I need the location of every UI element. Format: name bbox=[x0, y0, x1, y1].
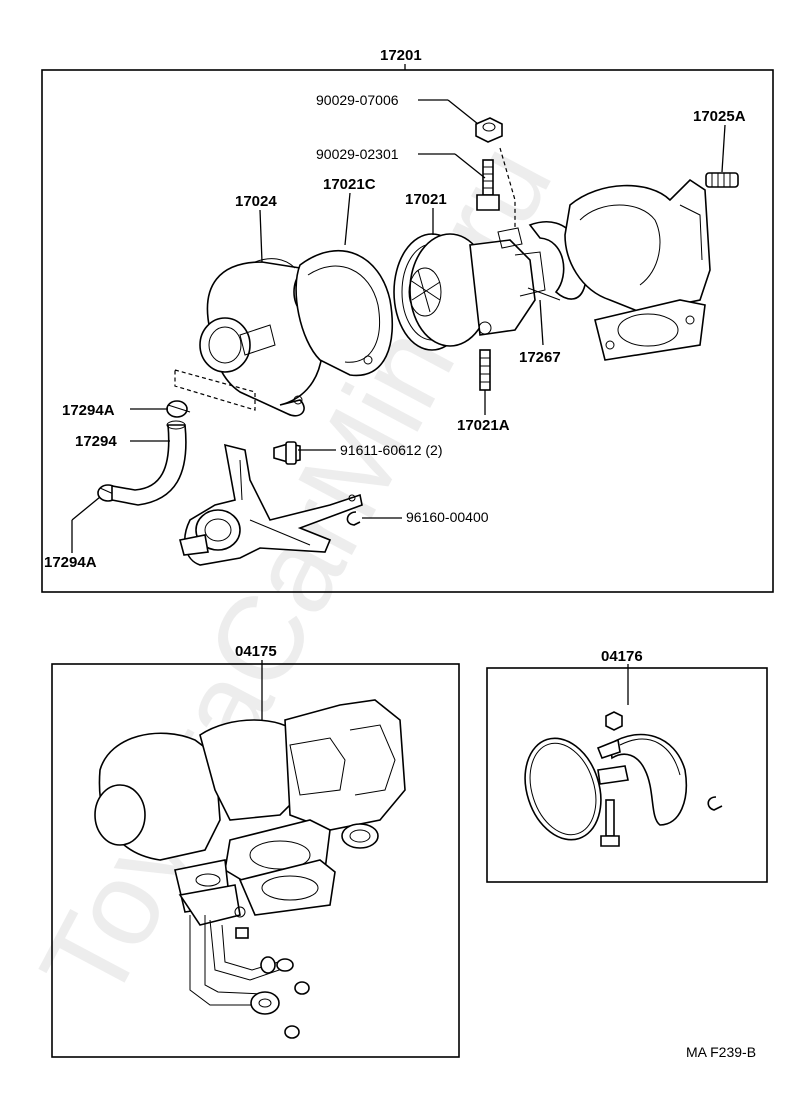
figure-code: MA F239-B bbox=[686, 1044, 756, 1060]
label-union-bolt: 91611-60612 (2) bbox=[340, 442, 442, 458]
label-hose: 17294 bbox=[75, 433, 117, 450]
union-bolt-drawing bbox=[273, 441, 301, 465]
compressor-housing-drawing bbox=[564, 178, 711, 361]
assembly-bottom-right-frame bbox=[486, 667, 768, 883]
assembly-top-frame bbox=[41, 69, 774, 593]
hose-drawing bbox=[111, 420, 187, 506]
stud-bottom-drawing bbox=[479, 349, 491, 391]
assembly-top: 17201 bbox=[41, 47, 774, 593]
assembly-top-number: 17201 bbox=[380, 47, 422, 64]
assembly-bottom-right-number: 04176 bbox=[601, 648, 643, 665]
assembly-bottom-left: 04175 bbox=[51, 643, 460, 1058]
nut-drawing bbox=[475, 117, 503, 143]
actuator-drawing bbox=[179, 443, 363, 566]
label-center-core: 17021 bbox=[405, 191, 447, 208]
label-e-ring: 96160-00400 bbox=[406, 509, 489, 525]
stud-right-drawing bbox=[705, 172, 739, 188]
clip-upper-drawing bbox=[166, 400, 191, 418]
label-clip-upper: 17294A bbox=[62, 402, 115, 419]
center-core-drawing bbox=[393, 233, 546, 351]
label-clamp: 17267 bbox=[519, 349, 561, 366]
gasket-kit-drawing bbox=[524, 711, 723, 847]
assembly-bottom-left-frame bbox=[51, 663, 460, 1058]
e-ring-drawing bbox=[346, 511, 361, 526]
label-nut: 90029-07006 bbox=[316, 92, 399, 108]
label-bolt: 90029-02301 bbox=[316, 146, 399, 162]
bolt-drawing bbox=[476, 159, 500, 211]
turbo-assembly-drawing bbox=[94, 699, 406, 1039]
label-turbine-housing: 17024 bbox=[235, 193, 277, 210]
label-gasket: 17021C bbox=[323, 176, 376, 193]
label-stud-right: 17025A bbox=[693, 108, 746, 125]
assembly-bottom-left-number: 04175 bbox=[235, 643, 277, 660]
assembly-bottom-right: 04176 bbox=[486, 648, 768, 883]
label-clip-lower: 17294A bbox=[44, 554, 97, 571]
gasket-drawing bbox=[295, 249, 394, 377]
label-stud-bottom: 17021A bbox=[457, 417, 510, 434]
